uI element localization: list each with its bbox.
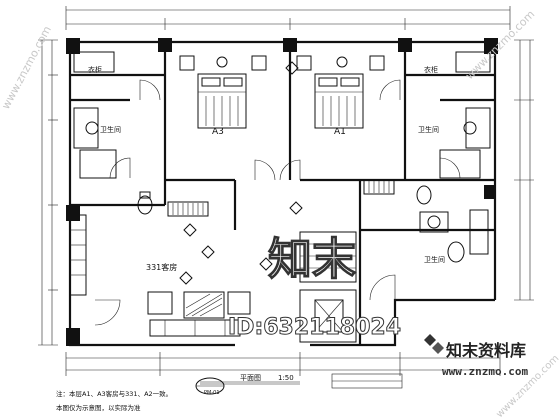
bed-left [179, 55, 267, 129]
light-symbols [179, 56, 348, 285]
bath-fixtures-left [73, 51, 153, 215]
brand-name: 知末资料库 [446, 341, 526, 360]
room-label-a3: A3 [212, 127, 224, 137]
right-dimensions [514, 39, 534, 301]
plan-title: 平面图 [240, 374, 261, 382]
brand-url: www.znzmo.com [442, 365, 528, 378]
bottom-dimensions [65, 352, 501, 376]
room-label-closet-left: 衣柜 [88, 65, 102, 74]
brand-logo-icon [424, 334, 436, 346]
room-label-bath-lower: 卫生间 [424, 255, 445, 264]
watermark-diagonal-right: www.znzmo.com [463, 8, 537, 82]
title-block: PM-01 平面图 1:50 [195, 373, 403, 396]
note-line-2: 本图仅为示意图，以实际为准 [56, 403, 141, 412]
room-label-living: 331客房 [146, 262, 177, 272]
watermark-id: ID:632118024 [228, 315, 401, 340]
watermark-diagonal-left: www.znzmo.com [0, 24, 54, 112]
top-dimensions [65, 6, 511, 30]
wardrobe-left [167, 201, 209, 217]
note-line-1: 注：本层A1、A3客房与331、A2一致。 [56, 389, 172, 398]
bed-right [296, 55, 385, 129]
room-label-bath-left: 卫生间 [100, 125, 121, 134]
room-label-closet-right: 衣柜 [424, 65, 438, 74]
brand-badge: 知末资料库 www.znzmo.com [424, 334, 528, 378]
room-label-a1: A1 [334, 127, 346, 137]
plan-scale: 1:50 [278, 374, 294, 382]
wardrobe-right [363, 179, 395, 195]
room-label-bath-right: 卫生间 [418, 125, 439, 134]
living-furniture [69, 214, 357, 343]
drawing-id: PM-01 [204, 390, 220, 396]
brand-logo-icon-2 [432, 342, 444, 354]
watermark-logo: 知末 [268, 234, 356, 285]
left-dimensions [38, 39, 58, 346]
watermark-diagonal-bottom: www.znzmo.com [494, 353, 560, 420]
interior-walls [70, 42, 495, 345]
bath-fixtures-right [416, 51, 491, 263]
